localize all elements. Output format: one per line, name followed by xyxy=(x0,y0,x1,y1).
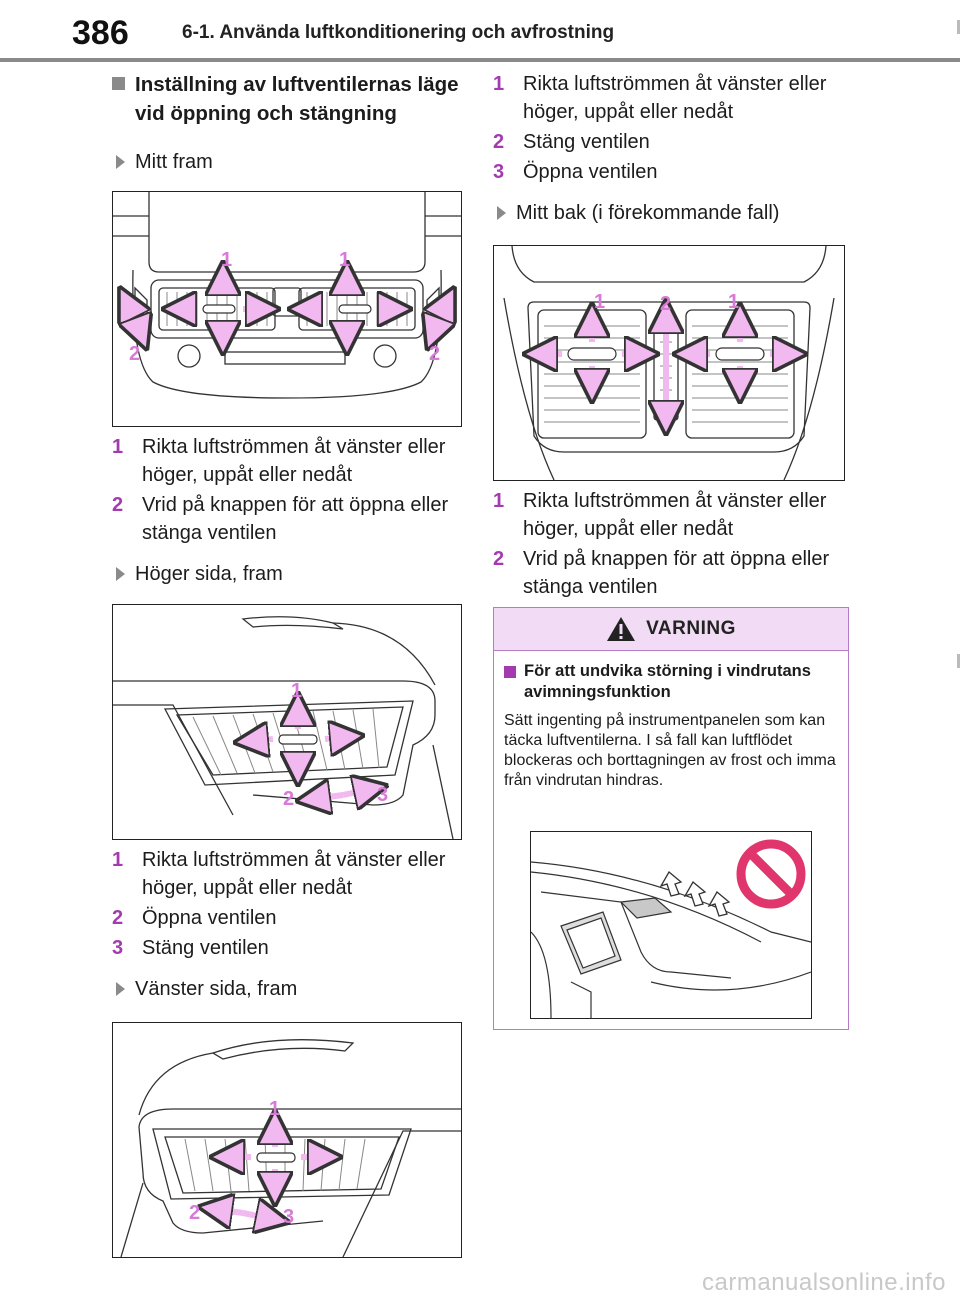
callout-label: 2 xyxy=(660,293,671,315)
subsection-title: Mitt fram xyxy=(112,145,462,179)
warning-box: VARNING För att undvika störning i vindr… xyxy=(493,607,849,1030)
callout-label: 1 xyxy=(269,1098,280,1120)
triangle-bullet-icon xyxy=(116,155,125,169)
warning-header: VARNING xyxy=(494,608,848,651)
callout-label: 1 xyxy=(221,249,232,271)
watermark: carmanualsonline.info xyxy=(702,1269,946,1296)
callout-label: 2 xyxy=(283,788,294,810)
triangle-bullet-icon xyxy=(116,567,125,581)
section-heading: Inställning av luftventilernas läge vid … xyxy=(112,70,462,128)
figure-left-front-vent: 1 2 3 xyxy=(112,1022,462,1258)
callout-label: 2 xyxy=(429,343,440,365)
warning-title: VARNING xyxy=(646,618,736,639)
page-header: 386 6-1. Använda luftkonditionering och … xyxy=(0,0,960,62)
warning-triangle-icon xyxy=(607,617,636,641)
figure-dashboard-obstruction xyxy=(530,831,812,1019)
left-column: Inställning av luftventilernas läge vid … xyxy=(112,70,462,1258)
warning-body: Sätt ingenting på instrumentpanelen som … xyxy=(504,712,836,789)
square-bullet-icon xyxy=(112,77,125,90)
subsection-title: Vänster sida, fram xyxy=(112,972,462,1006)
warning-subheading: För att undvika störning i vindrutans av… xyxy=(494,651,848,703)
callout-label: 3 xyxy=(283,1206,294,1228)
callout-label: 1 xyxy=(728,291,739,313)
header-divider xyxy=(0,58,960,62)
section-heading-text: Inställning av luftventilernas läge vid … xyxy=(135,73,459,125)
callout-label: 1 xyxy=(339,249,350,271)
triangle-bullet-icon xyxy=(116,982,125,996)
figure-rear-center-vents: 1 2 1 xyxy=(493,245,845,481)
subsection-title: Höger sida, fram xyxy=(112,557,462,591)
edge-mark xyxy=(957,654,960,668)
callout-label: 1 xyxy=(291,680,302,702)
chapter-title: 6-1. Använda luftkonditionering och avfr… xyxy=(182,22,615,43)
triangle-bullet-icon xyxy=(497,206,506,220)
callout-label: 3 xyxy=(377,784,388,806)
prohibition-icon xyxy=(736,839,806,909)
callout-label: 2 xyxy=(189,1202,200,1224)
edge-mark xyxy=(957,20,960,34)
subsection-title: Mitt bak (i förekommande fall) xyxy=(493,196,848,230)
figure-right-front-vent: 1 2 3 xyxy=(112,604,462,840)
page-number: 386 xyxy=(72,14,129,52)
square-bullet-icon xyxy=(504,666,516,678)
callout-label: 1 xyxy=(594,291,605,313)
figure-center-front-vents: 1 1 2 2 xyxy=(112,191,462,427)
callout-label: 2 xyxy=(129,343,140,365)
